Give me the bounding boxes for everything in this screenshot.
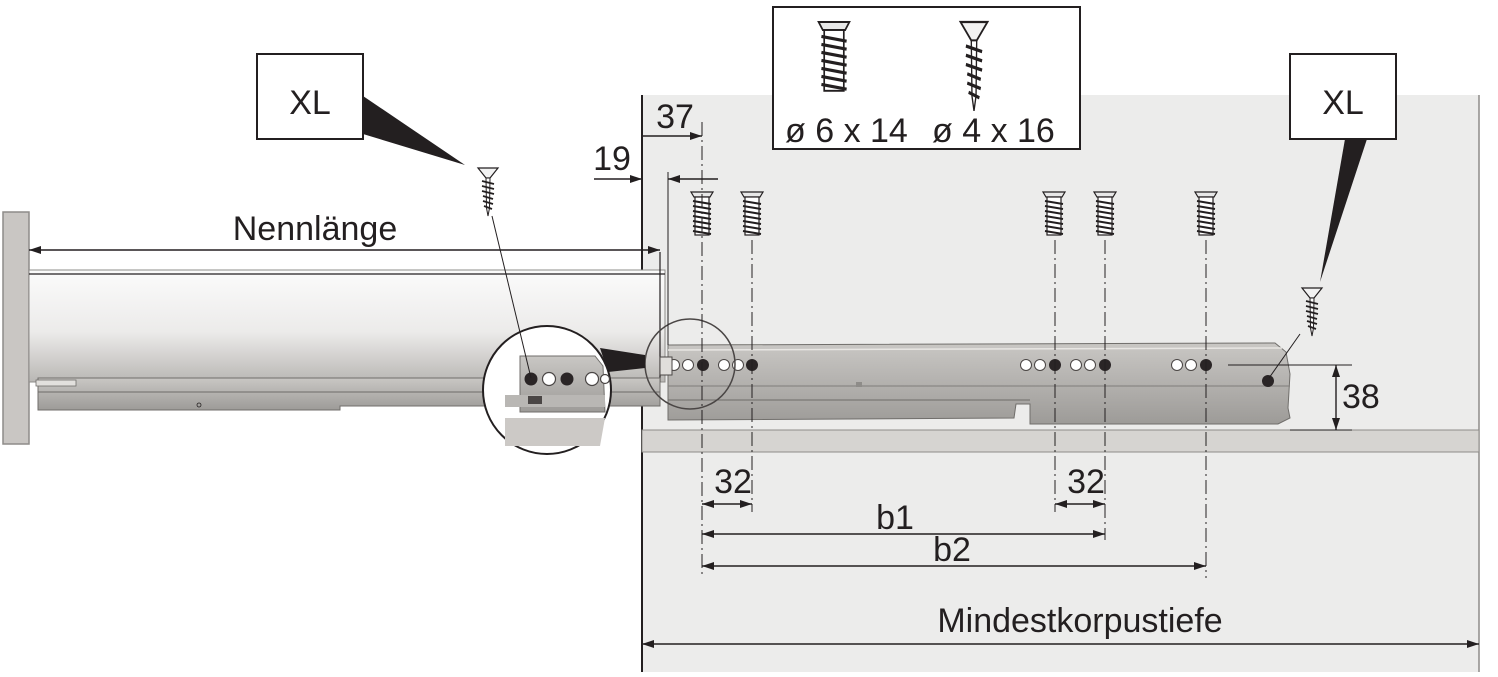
dim-38-label: 38: [1342, 378, 1380, 416]
chipboard-screw-icon-left: [477, 167, 499, 217]
xl-callout-pointer-right: [1320, 139, 1367, 282]
dim-19-label: 19: [593, 140, 631, 178]
dim-37-label: 37: [656, 98, 694, 136]
cabinet-shelf: [641, 429, 1480, 453]
dim-32-left-label: 32: [714, 463, 752, 501]
nennlaenge-label: Nennlänge: [233, 210, 397, 248]
xl-label-left: XL: [289, 84, 331, 122]
dim-32-right-label: 32: [1067, 463, 1105, 501]
xl-callout-box-right: [1289, 53, 1397, 140]
screw-legend-label-2: ø 4 x 16: [932, 112, 1055, 150]
magnified-detail: [482, 325, 645, 455]
screw-legend-label-1: ø 6 x 14: [785, 112, 908, 150]
cabinet-rail: [667, 342, 1291, 425]
drawer-front-panel: [2, 211, 30, 445]
b1-label: b1: [876, 499, 914, 537]
mindestkorpustiefe-label: Mindestkorpustiefe: [937, 602, 1222, 640]
xl-callout-pointer-left: [363, 96, 465, 165]
screw-center-lines: [701, 122, 1207, 578]
xl-label-right: XL: [1322, 84, 1364, 122]
b2-label: b2: [933, 531, 971, 569]
